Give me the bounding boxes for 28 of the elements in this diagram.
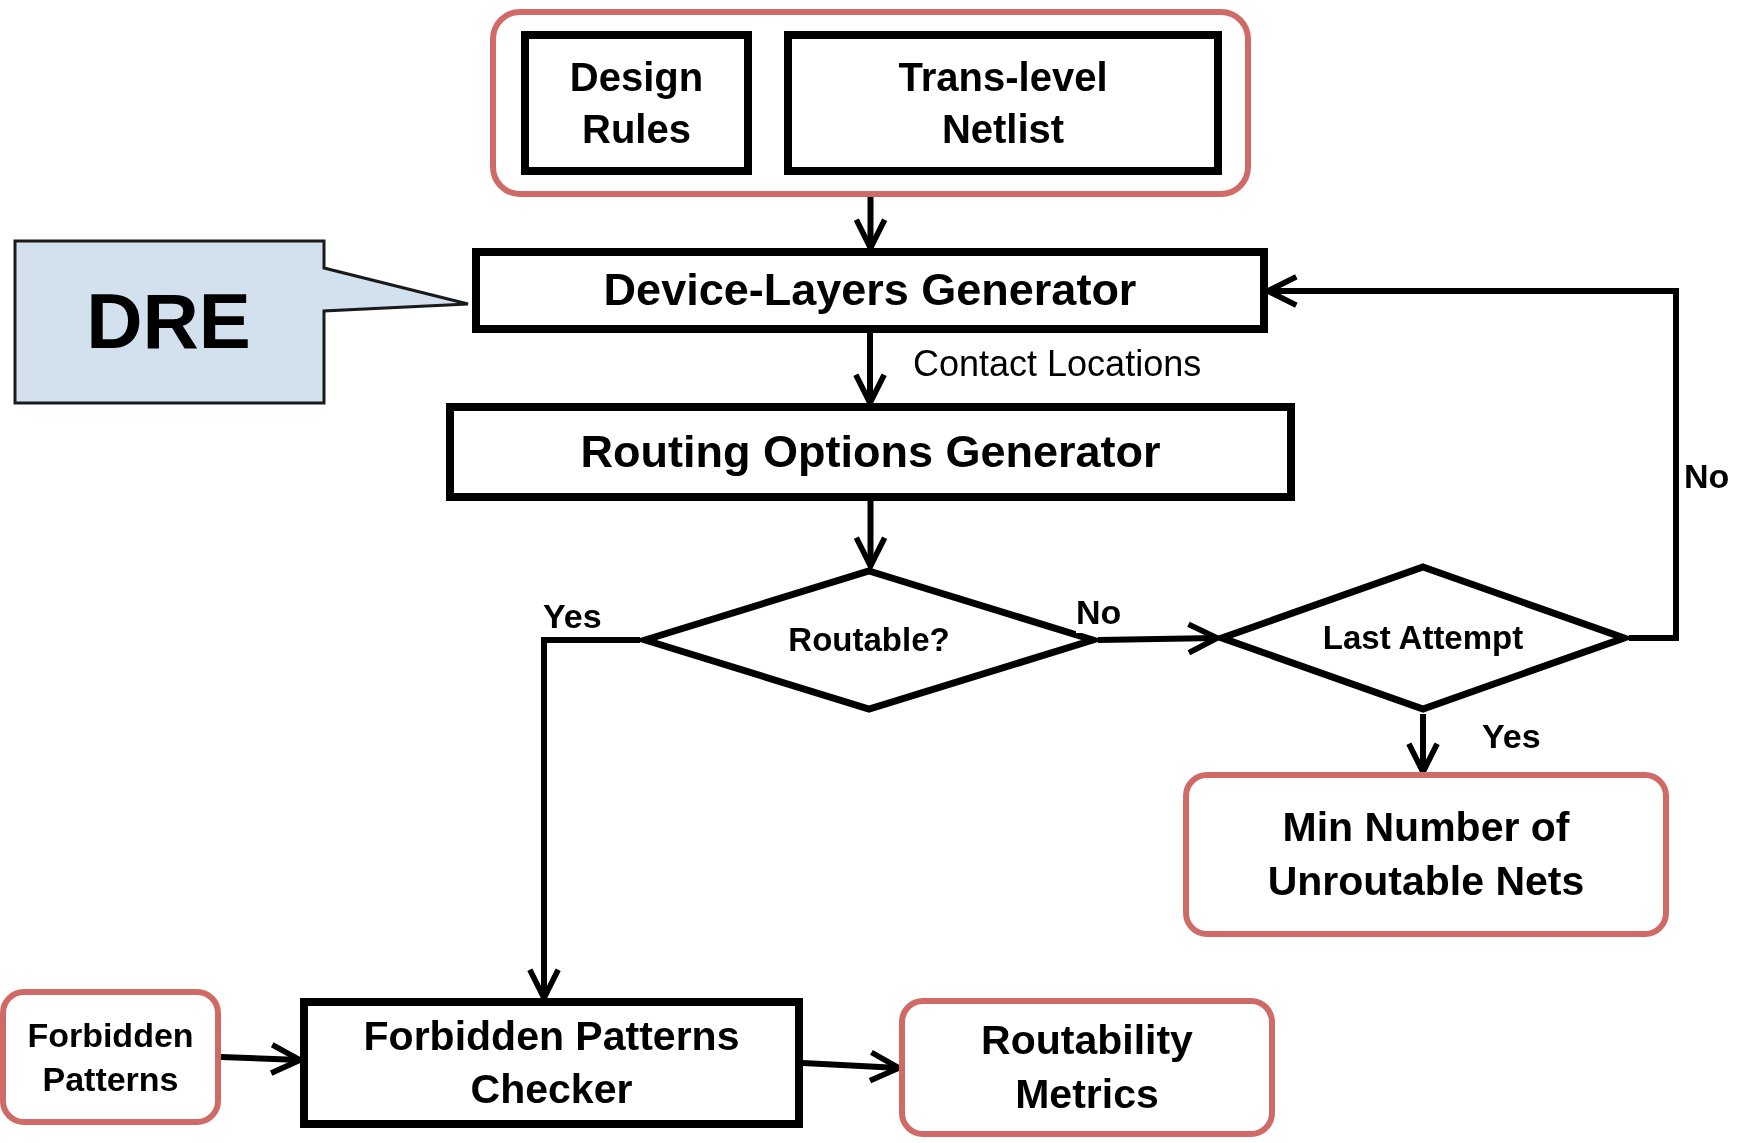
input-group-box [490, 9, 1251, 197]
arrow [853, 333, 887, 406]
data-box [899, 998, 1275, 1137]
node-label: Routability Metrics [980, 1016, 1194, 1119]
node-label: Trans-level Netlist [897, 54, 1109, 153]
data-box [0, 989, 221, 1125]
arrow [1097, 621, 1220, 656]
node-label: Last Attempt [1322, 617, 1524, 658]
node-label: DRE [86, 276, 251, 368]
decision-diamond [1217, 562, 1629, 714]
callout-box [13, 239, 470, 405]
data-box [1183, 772, 1669, 937]
process-box [446, 403, 1295, 501]
node-label: Forbidden Patterns [26, 1014, 195, 1100]
node-label: Device-Layers Generator [603, 263, 1137, 318]
node-label: Routable? [788, 619, 950, 660]
node-label: Forbidden Patterns Checker [362, 1011, 741, 1114]
arrow [853, 501, 888, 569]
node-label: Design Rules [568, 54, 705, 153]
node-label: Routing Options Generator [580, 424, 1161, 479]
process-box [472, 248, 1268, 333]
process-box [521, 31, 752, 175]
node-label: Min Number of Unroutable Nets [1266, 803, 1586, 906]
arrow [1406, 714, 1440, 775]
arrow [527, 637, 640, 1001]
process-box [784, 31, 1222, 175]
process-box [300, 998, 803, 1128]
arrow [853, 197, 888, 251]
